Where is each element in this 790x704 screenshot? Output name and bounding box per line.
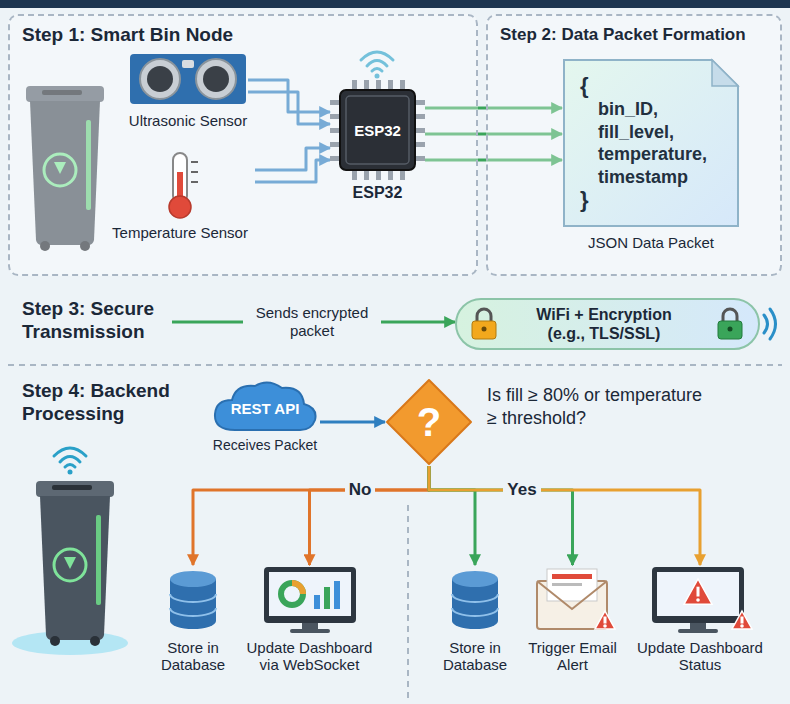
secure-channel: WiFi + Encryption (e.g., TLS/SSL): [455, 298, 760, 350]
node-text: WiFi + Encryption (e.g., TLS/SSL): [517, 305, 692, 343]
text-holder: [105, 150, 255, 220]
pill-shape: [455, 298, 760, 350]
text-holder: [630, 565, 770, 635]
database: Store in Database: [430, 565, 520, 674]
connector-arrow: [429, 466, 700, 565]
text-holder: ESP32: [330, 80, 425, 180]
node-caption: Update Dashboard via WebSocket: [242, 639, 377, 674]
section-divider: [8, 364, 782, 366]
node-text: REST API: [231, 394, 300, 417]
node-caption: Store in Database: [148, 639, 238, 674]
wifi-icon: [54, 448, 86, 475]
smart-bin: [36, 481, 114, 646]
secure-channel-outline: WiFi + Encryption (e.g., TLS/SSL): [455, 298, 760, 350]
step-heading: Step 1: Smart Bin Node: [22, 24, 233, 46]
database-outline: [148, 565, 238, 635]
monitor-icon: [630, 565, 770, 635]
node-caption: Update Dashboard Status: [630, 639, 770, 674]
rest-api-outline: REST API: [210, 378, 320, 433]
json-packet: {bin_ID, fill_level, temperature, timest…: [562, 58, 740, 251]
email-alert: Trigger Email Alert: [525, 565, 620, 674]
text-holder: [525, 565, 620, 635]
node-caption: Temperature Sensor: [105, 224, 255, 241]
microcontroller: ESP32ESP32: [330, 80, 425, 202]
step-heading: Step 4: Backend Processing: [22, 380, 212, 426]
decision-diamond: ?Is fill ≥ 80% or temperature ≥ threshol…: [385, 378, 473, 466]
wifi-waves: [764, 309, 776, 339]
decision-diamond-outline: ?: [385, 378, 473, 466]
node-caption: Receives Packet: [210, 437, 320, 453]
section-divider: [407, 505, 409, 700]
database-outline: [430, 565, 520, 635]
step-heading: Step 3: Secure Transmission: [22, 298, 172, 344]
node-caption: JSON Data Packet: [562, 234, 740, 251]
text-holder: {bin_ID, fill_level, temperature, timest…: [562, 58, 740, 228]
ultrasonic-sensor-outline: [128, 50, 248, 108]
text-holder: [430, 565, 520, 635]
connector-arrow: [429, 466, 475, 565]
node-caption: Trigger Email Alert: [525, 639, 620, 674]
dashboard-status-outline: [630, 565, 770, 635]
node-text: ESP32: [354, 122, 401, 139]
node-text: {: [580, 74, 589, 98]
document-shape: [562, 58, 740, 228]
connector-arrow: [193, 466, 429, 565]
node-text: bin_ID, fill_level, temperature, timesta…: [580, 98, 707, 188]
connector-arrow: [310, 466, 430, 565]
email-alert-outline: [525, 565, 620, 635]
node-text: }: [580, 188, 589, 212]
rest-api: REST API Receives Packet: [210, 378, 320, 453]
edge-label: Sends encrypted packet: [243, 304, 381, 340]
connector-arrow: [429, 466, 573, 565]
step-panel: Step 2: Data Packet Formation {bin_ID, fi…: [486, 14, 782, 276]
edge-label: No: [345, 480, 376, 500]
decision-question: Is fill ≥ 80% or temperature ≥ threshold…: [487, 384, 712, 429]
thermometer-icon: [105, 150, 255, 220]
top-bar: [0, 0, 790, 8]
node-caption: ESP32: [330, 184, 425, 202]
database-icon: [148, 565, 238, 635]
text-holder: REST API: [210, 378, 320, 433]
node-caption: Store in Database: [430, 639, 520, 674]
step-heading: Step 2: Data Packet Formation: [500, 25, 746, 45]
database: Store in Database: [148, 565, 238, 674]
temperature-sensor: Temperature Sensor: [105, 150, 255, 241]
dashboard: Update Dashboard via WebSocket: [242, 565, 377, 674]
dashboard-outline: [242, 565, 377, 635]
microcontroller-outline: ESP32: [330, 80, 425, 180]
node-text: ?: [417, 400, 441, 445]
monitor-icon: [242, 565, 377, 635]
ultrasonic-sensor-icon: [128, 50, 248, 108]
node-caption: Ultrasonic Sensor: [128, 112, 248, 129]
connector-arrow: [320, 421, 385, 424]
step-panel: Step 1: Smart Bin NodeUltrasonic SensorT…: [8, 14, 478, 276]
text-holder: [128, 50, 248, 108]
text-holder: [242, 565, 377, 635]
text-holder: WiFi + Encryption (e.g., TLS/SSL): [455, 298, 760, 350]
text-holder: [148, 565, 238, 635]
step-heading: Step 3: Secure Transmission: [22, 298, 172, 344]
dashboard-status: Update Dashboard Status: [630, 565, 770, 674]
json-packet-outline: {bin_ID, fill_level, temperature, timest…: [562, 58, 740, 228]
edge-label: Yes: [503, 480, 540, 500]
envelope-icon: [525, 565, 620, 635]
ultrasonic-sensor: Ultrasonic Sensor: [128, 50, 248, 129]
database-icon: [430, 565, 520, 635]
temperature-sensor-outline: [105, 150, 255, 220]
text-holder: ?: [385, 378, 473, 466]
